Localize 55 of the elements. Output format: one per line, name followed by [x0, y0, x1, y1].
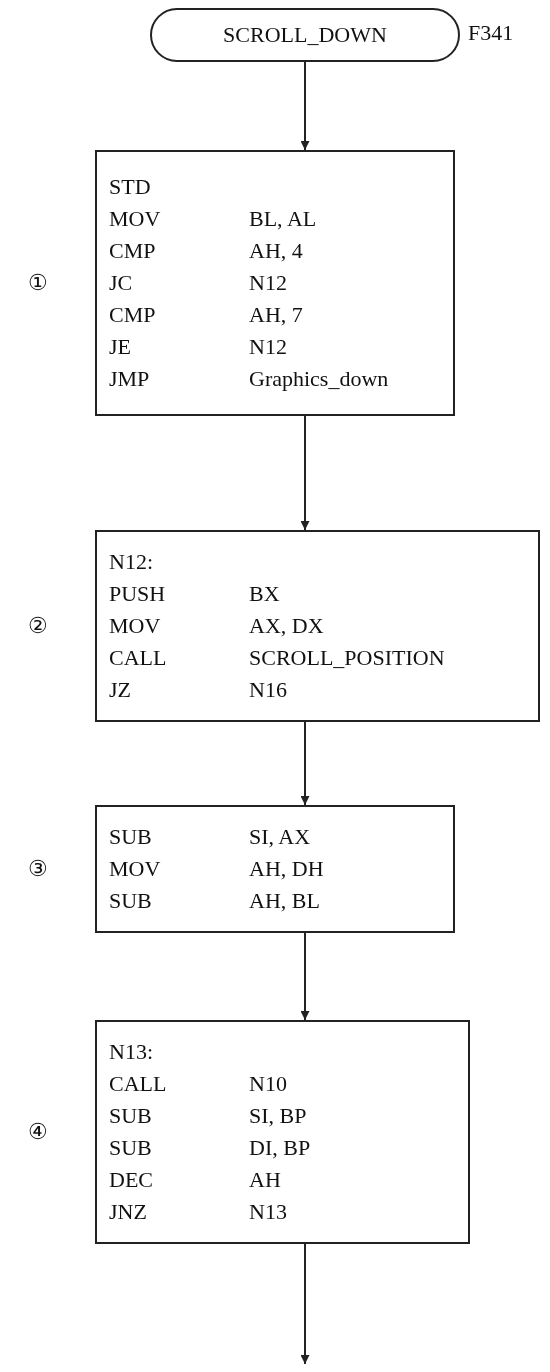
- mnemonic: SUB: [109, 823, 153, 851]
- code-line: N13:: [109, 1038, 154, 1066]
- arrow: [300, 932, 310, 1021]
- mnemonic: MOV: [109, 855, 162, 883]
- callout-number: ②: [28, 613, 48, 639]
- callout-number: ④: [28, 1119, 48, 1145]
- operand: AH, 7: [249, 301, 304, 329]
- operand: AH: [249, 1166, 282, 1194]
- mnemonic: PUSH: [109, 580, 167, 608]
- arrow: [300, 1243, 310, 1365]
- operand: N16: [249, 676, 288, 704]
- mnemonic: CALL: [109, 644, 168, 672]
- address-label: F341: [468, 20, 514, 46]
- operand: BL, AL: [249, 205, 318, 233]
- mnemonic: CMP: [109, 237, 157, 265]
- mnemonic: SUB: [109, 1102, 153, 1130]
- mnemonic: JMP: [109, 365, 151, 393]
- operand: N10: [249, 1070, 288, 1098]
- operand: SI, BP: [249, 1102, 308, 1130]
- mnemonic: JC: [109, 269, 134, 297]
- operand: AX, DX: [249, 612, 325, 640]
- operand: N12: [249, 269, 288, 297]
- operand: AH, BL: [249, 887, 321, 915]
- code-line: N12:: [109, 548, 154, 576]
- operand: N13: [249, 1198, 288, 1226]
- mnemonic: JE: [109, 333, 132, 361]
- operand: Graphics_down: [249, 365, 390, 393]
- arrow: [300, 61, 310, 151]
- mnemonic: JNZ: [109, 1198, 148, 1226]
- terminal-shape: [150, 8, 460, 62]
- mnemonic: SUB: [109, 887, 153, 915]
- mnemonic: MOV: [109, 612, 162, 640]
- operand: N12: [249, 333, 288, 361]
- routine-name: SCROLL_DOWN: [223, 22, 387, 48]
- mnemonic: CMP: [109, 301, 157, 329]
- mnemonic: CALL: [109, 1070, 168, 1098]
- operand: AH, DH: [249, 855, 325, 883]
- process-box: [95, 1020, 470, 1244]
- callout-number: ③: [28, 856, 48, 882]
- operand: AH, 4: [249, 237, 304, 265]
- operand: BX: [249, 580, 281, 608]
- code-line: STD: [109, 173, 152, 201]
- mnemonic: MOV: [109, 205, 162, 233]
- operand: SI, AX: [249, 823, 312, 851]
- process-box: [95, 530, 540, 722]
- operand: DI, BP: [249, 1134, 312, 1162]
- arrow: [300, 415, 310, 531]
- operand: SCROLL_POSITION: [249, 644, 446, 672]
- mnemonic: SUB: [109, 1134, 153, 1162]
- arrow: [300, 721, 310, 806]
- callout-number: ①: [28, 270, 48, 296]
- mnemonic: JZ: [109, 676, 132, 704]
- mnemonic: DEC: [109, 1166, 154, 1194]
- process-box: [95, 150, 455, 416]
- process-box: [95, 805, 455, 933]
